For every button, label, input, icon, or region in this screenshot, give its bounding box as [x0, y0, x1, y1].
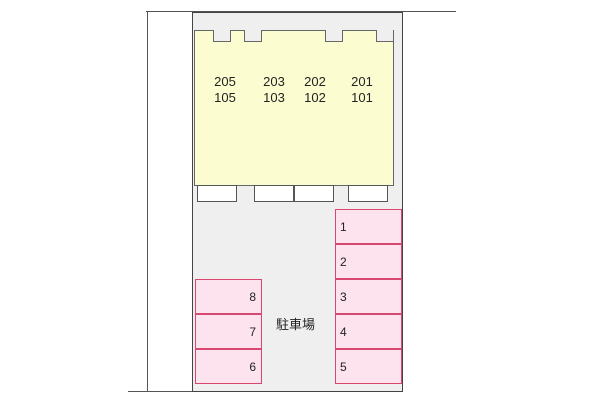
parking-space-number: 6 — [249, 360, 256, 374]
parking-space-4: 4 — [335, 314, 402, 349]
parking-space-number: 4 — [340, 325, 347, 339]
building-notch — [244, 30, 262, 42]
parking-space-1: 1 — [335, 209, 402, 244]
building-notch — [213, 30, 231, 42]
unit-label-205-105: 205 105 — [205, 74, 245, 106]
unit-upper: 202 — [304, 74, 326, 89]
unit-upper: 205 — [214, 74, 236, 89]
parking-space-number: 5 — [340, 360, 347, 374]
parking-space-2: 2 — [335, 244, 402, 279]
unit-lower: 101 — [351, 90, 373, 105]
building-notch — [325, 30, 343, 42]
parking-space-6: 6 — [195, 349, 262, 384]
parking-space-7: 7 — [195, 314, 262, 349]
unit-upper: 201 — [351, 74, 373, 89]
parking-space-number: 7 — [249, 325, 256, 339]
parking-space-number: 1 — [340, 220, 347, 234]
boundary-line-top — [146, 11, 456, 12]
boundary-line-left — [147, 12, 148, 392]
parking-space-number: 2 — [340, 255, 347, 269]
parking-space-8: 8 — [195, 279, 262, 314]
apartment-building — [194, 30, 394, 186]
unit-label-202-102: 202 102 — [295, 74, 335, 106]
unit-lower: 103 — [263, 90, 285, 105]
unit-lower: 105 — [214, 90, 236, 105]
parking-space-5: 5 — [335, 349, 402, 384]
unit-upper: 203 — [263, 74, 285, 89]
unit-lower: 102 — [304, 90, 326, 105]
balcony — [348, 185, 388, 202]
unit-label-201-101: 201 101 — [342, 74, 382, 106]
parking-space-number: 3 — [340, 290, 347, 304]
balcony — [254, 185, 294, 202]
unit-label-203-103: 203 103 — [254, 74, 294, 106]
parking-area-label: 駐車場 — [276, 317, 316, 332]
balcony — [197, 185, 237, 202]
parking-space-number: 8 — [249, 290, 256, 304]
balcony — [294, 185, 334, 202]
boundary-line-bottom — [128, 391, 208, 392]
parking-space-3: 3 — [335, 279, 402, 314]
building-notch — [376, 30, 394, 42]
